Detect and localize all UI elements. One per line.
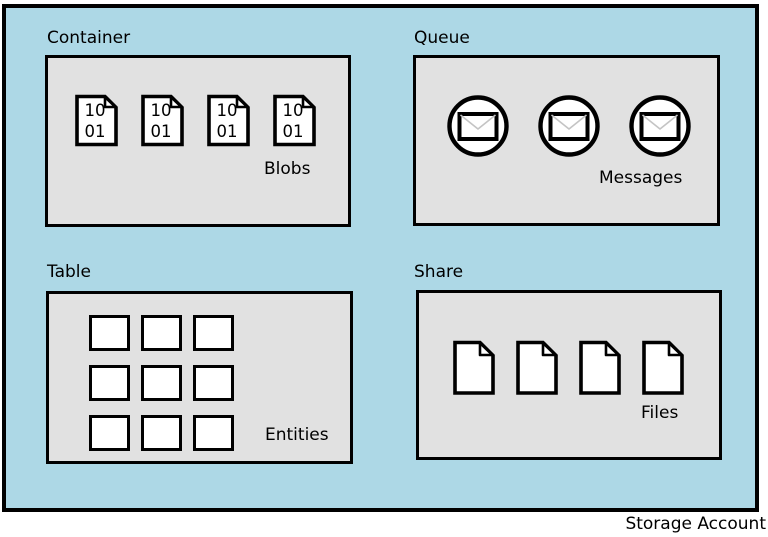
blob-binary-text-line2: 01 [283,122,304,141]
binary-blob-file-icon: 10 01 [207,94,250,147]
entity-grid [89,315,234,451]
storage-account-box: Container 10 01 10 01 10 01 [2,4,759,512]
document-file-icon [516,340,558,395]
storage-account-title: Storage Account [625,514,766,534]
blob-binary-text-line1: 10 [217,101,238,120]
entity-square-icon [89,415,130,451]
blobs-label: Blobs [264,159,311,179]
table-section-box: Entities [46,291,353,464]
table-group-label: Table [47,262,91,282]
blob-binary-text-line2: 01 [217,122,238,141]
entity-square-icon [193,415,234,451]
entities-label: Entities [265,425,329,445]
envelope-message-icon [447,95,509,157]
entity-square-icon [141,415,182,451]
entity-square-icon [89,315,130,351]
queue-section-box: Messages [413,55,720,226]
blob-icon-row: 10 01 10 01 10 01 10 01 [74,94,317,147]
blob-binary-text-line1: 10 [85,101,106,120]
share-group-label: Share [414,262,464,282]
document-file-icon [642,340,684,395]
entity-square-icon [193,365,234,401]
entity-square-icon [141,365,182,401]
binary-blob-file-icon: 10 01 [141,94,184,147]
messages-label: Messages [599,168,683,188]
blob-binary-text-line1: 10 [283,101,304,120]
file-icon-row [452,340,685,396]
binary-blob-file-icon: 10 01 [75,94,118,147]
binary-blob-file-icon: 10 01 [273,94,316,147]
document-file-icon [453,340,495,395]
queue-group-label: Queue [414,28,470,48]
entity-square-icon [193,315,234,351]
blob-binary-text-line2: 01 [85,122,106,141]
envelope-message-icon [629,95,691,157]
blob-binary-text-line2: 01 [151,122,172,141]
share-section-box: Files [416,290,722,460]
files-label: Files [641,403,679,423]
message-icon-row [446,94,692,158]
envelope-message-icon [538,95,600,157]
entity-square-icon [89,365,130,401]
container-section-box: 10 01 10 01 10 01 10 01 [45,55,351,227]
container-group-label: Container [47,28,131,48]
document-file-icon [579,340,621,395]
blob-binary-text-line1: 10 [151,101,172,120]
entity-square-icon [141,315,182,351]
